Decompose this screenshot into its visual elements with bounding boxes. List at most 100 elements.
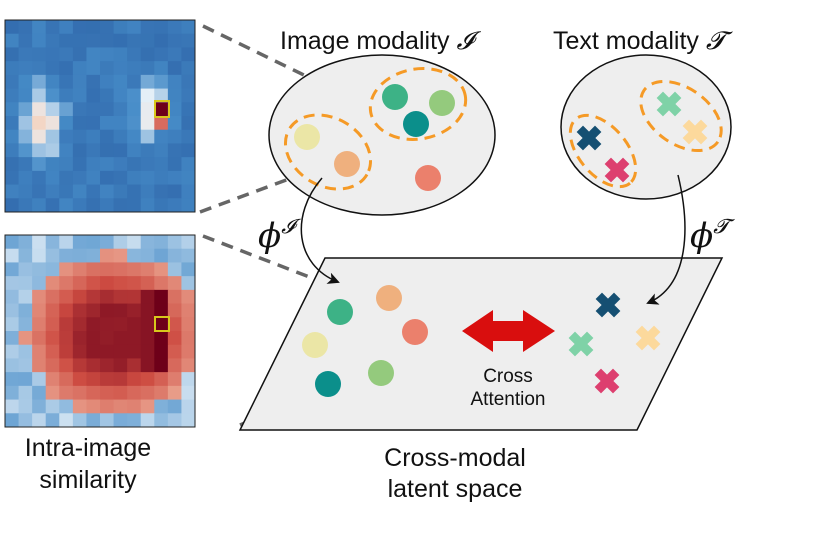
text-cross-light-orange [682, 119, 708, 145]
heatmap-cell [154, 20, 169, 35]
heatmap-cell [100, 61, 115, 76]
heatmap-cell [113, 289, 128, 305]
heatmap-cell [181, 47, 196, 62]
heatmap-cell [100, 358, 115, 373]
heatmap-cell [127, 184, 142, 199]
heatmap-cell [100, 143, 115, 158]
heatmap-cell [45, 198, 60, 213]
heatmap-cell [140, 235, 155, 250]
heatmap-cell [181, 358, 196, 373]
heatmap-cell [167, 198, 182, 213]
heatmap-cell [59, 129, 74, 144]
heatmap-cell [113, 116, 128, 131]
heatmap-cell [167, 317, 182, 332]
heatmap-cell [167, 88, 182, 103]
heatmap-cell [113, 331, 128, 346]
heatmap-cell [140, 143, 155, 158]
heatmap-cell [140, 344, 155, 359]
heatmap-cell [86, 385, 101, 401]
heatmap-cell [113, 88, 128, 103]
heatmap-cell [18, 88, 33, 103]
heatmap-cell [45, 47, 60, 62]
heatmap-cell [181, 33, 196, 48]
heatmap-cell [154, 303, 169, 318]
text-cross-navy [576, 125, 602, 151]
heatmap-cell [72, 303, 87, 318]
heatmap-cell [59, 170, 74, 186]
heatmap-cell [154, 344, 169, 359]
heatmap-cell [59, 331, 74, 346]
heatmap-cell [72, 358, 87, 373]
latent-space-label-line1: Cross-modal [384, 444, 526, 472]
image-point-teal-green [382, 84, 408, 110]
heatmap-cell [154, 413, 169, 428]
text-projection-arrow [646, 174, 686, 305]
heatmap-cell [32, 33, 47, 48]
heatmap-cell [181, 413, 196, 428]
heatmap-cell [181, 20, 196, 35]
heatmap-cell [72, 61, 87, 76]
heatmap-cell [32, 74, 47, 90]
heatmap-cell [86, 344, 101, 359]
heatmap-cell [154, 47, 169, 62]
heatmap-cell [100, 198, 115, 213]
heatmap-cell [113, 358, 128, 373]
heatmap-cell [86, 198, 101, 213]
heatmap-cell [72, 385, 87, 401]
heatmap-cell [59, 116, 74, 131]
heatmap-cell [86, 143, 101, 158]
heatmap-cell [127, 262, 142, 277]
heatmap-cell [45, 358, 60, 373]
heatmap-cell [100, 385, 115, 401]
heatmap-cell [86, 88, 101, 103]
heatmap-cell [167, 262, 182, 277]
heatmap-cell [167, 47, 182, 62]
image-point-salmon [415, 165, 441, 191]
heatmap-cell [59, 74, 74, 90]
heatmap-cell [72, 157, 87, 172]
latent-cross-navy [595, 292, 621, 318]
heatmap-cell [18, 116, 33, 131]
heatmap-cell [127, 102, 142, 117]
heatmap-cell [127, 399, 142, 414]
heatmap-cell [45, 143, 60, 158]
heatmap-cell [18, 157, 33, 172]
heatmap-cell [140, 372, 155, 387]
heatmap-cell [140, 303, 155, 318]
heatmap-cell [181, 74, 196, 90]
latent-point-peach [376, 285, 402, 311]
heatmap-cell [154, 74, 169, 90]
heatmap-cell [59, 184, 74, 199]
heatmap-cell [5, 61, 20, 76]
heatmap-cell [127, 88, 142, 103]
heatmap-cell [72, 198, 87, 213]
heatmap-cell [18, 413, 33, 428]
heatmap-cell [154, 198, 169, 213]
heatmap-cell [127, 74, 142, 90]
heatmap-cell [59, 358, 74, 373]
heatmap-cell [167, 289, 182, 305]
heatmap-cell [154, 170, 169, 186]
projection-arrows [300, 174, 686, 305]
heatmap-cell [72, 262, 87, 277]
heatmap-cell [140, 358, 155, 373]
heatmap-cell [127, 157, 142, 172]
heatmap-blue-cells [5, 20, 196, 213]
heatmap-cell [5, 47, 20, 62]
heatmap-cell [100, 20, 115, 35]
heatmap-cell [154, 88, 169, 103]
heatmap-cell [59, 248, 74, 263]
heatmap-cell [140, 88, 155, 103]
heatmap-cell [32, 262, 47, 277]
heatmap-cell [5, 248, 20, 263]
heatmap-cell [45, 33, 60, 48]
heatmap-cell [181, 276, 196, 291]
heatmap-cell [59, 303, 74, 318]
heatmap-cell [72, 33, 87, 48]
text-modality-set [560, 54, 732, 200]
heatmap-cell [18, 248, 33, 263]
heatmap-cell [100, 413, 115, 428]
heatmap-cell [5, 198, 20, 213]
heatmap-cell [45, 399, 60, 414]
heatmap-cell [154, 358, 169, 373]
